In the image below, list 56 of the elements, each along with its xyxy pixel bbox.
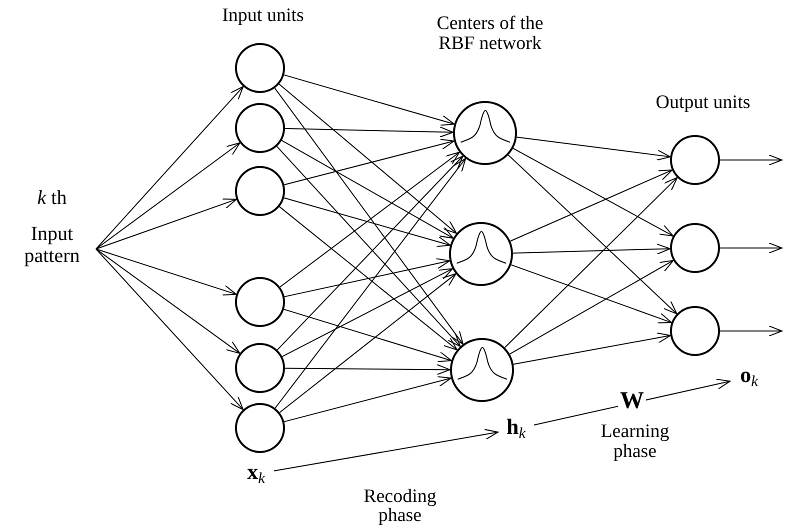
arrow xyxy=(274,158,466,409)
unit-circle xyxy=(670,135,720,185)
arrow xyxy=(504,177,678,348)
vector-label: o$_{k}$ xyxy=(730,362,768,392)
arrow xyxy=(284,138,455,186)
arrow xyxy=(96,248,240,354)
layer-label: Centers of the RBF network xyxy=(436,14,544,54)
arrow xyxy=(96,248,244,410)
arrow xyxy=(278,206,458,350)
arrow xyxy=(274,428,498,472)
pattern-label: k th xyxy=(37,187,67,209)
layer-label: Output units xyxy=(656,93,750,113)
arrow xyxy=(510,264,672,324)
arrow xyxy=(281,140,454,239)
arrow xyxy=(282,268,454,358)
arrow xyxy=(512,148,674,236)
arrow xyxy=(720,326,782,336)
vector-label: x$_{k}$ xyxy=(238,460,274,488)
arrow xyxy=(283,308,452,362)
unit-circle xyxy=(235,277,285,327)
unit-circle xyxy=(670,223,720,273)
unit-circle xyxy=(235,166,285,216)
arrow xyxy=(512,332,671,365)
layer-label: Input units xyxy=(222,6,304,26)
arrow xyxy=(280,152,460,288)
arrow xyxy=(512,244,670,255)
pattern-label: Input pattern xyxy=(23,223,81,267)
unit-circle xyxy=(235,343,285,393)
arrow xyxy=(274,88,464,345)
arrow xyxy=(96,142,240,250)
arrow xyxy=(284,376,452,422)
arrow xyxy=(96,248,237,296)
rbf-unit-circle xyxy=(450,338,514,402)
arrow xyxy=(510,170,673,242)
arrow xyxy=(509,260,674,355)
arrow xyxy=(284,258,450,298)
arrow xyxy=(516,136,671,161)
rbf-unit-circle xyxy=(453,101,517,165)
arrow xyxy=(278,84,458,234)
rbf-unit-circle xyxy=(449,222,513,286)
arrow xyxy=(284,126,454,138)
arrow xyxy=(279,273,456,414)
unit-circle xyxy=(235,43,285,93)
arrow xyxy=(96,86,244,250)
vector-label: h$_{k}$ xyxy=(498,414,534,444)
arrow xyxy=(284,74,455,126)
unit-circle xyxy=(670,306,720,356)
arrow xyxy=(284,364,450,376)
layer-label: Learning phase xyxy=(600,422,670,462)
arrow xyxy=(508,154,678,314)
arrow xyxy=(96,198,237,250)
arrow xyxy=(720,154,782,166)
unit-circle xyxy=(235,403,285,453)
arrow xyxy=(720,242,782,254)
unit-circle xyxy=(235,103,285,153)
arrow xyxy=(284,197,451,247)
